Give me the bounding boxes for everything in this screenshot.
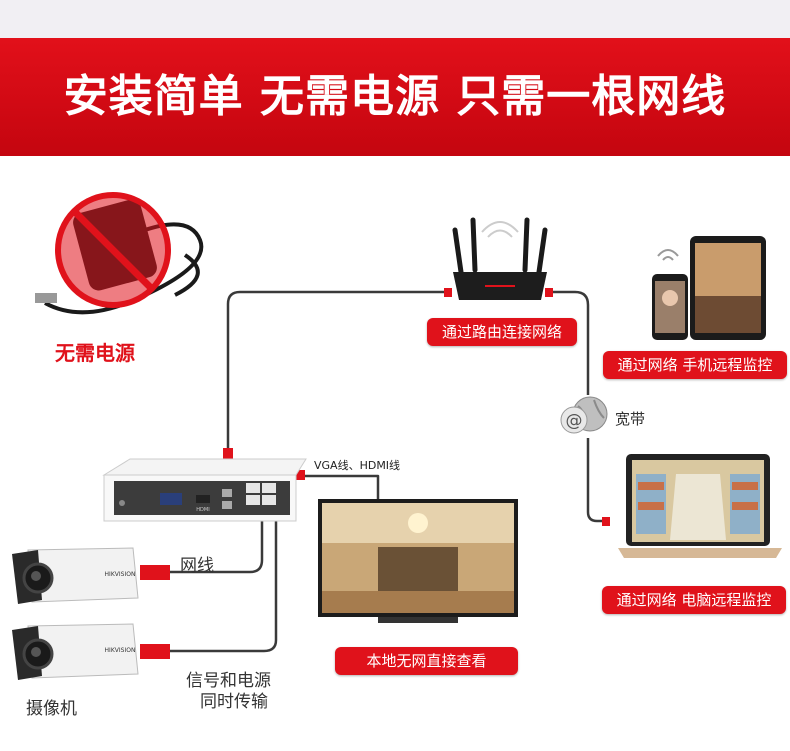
at-globe-icon: @ xyxy=(560,396,608,434)
banner-title: 安装简单 无需电源 只需一根网线 xyxy=(63,71,727,122)
svg-text:@: @ xyxy=(566,411,583,431)
wire-broadband-laptop xyxy=(586,438,608,523)
camera-1: HIKVISION xyxy=(12,547,139,604)
wire-nvr-camera2 xyxy=(170,510,278,653)
wire-nvr-tv xyxy=(296,474,380,504)
poe-label-line1: 信号和电源 xyxy=(186,671,271,691)
tv-label: 本地无网直接查看 xyxy=(335,647,518,675)
router-label: 通过路由连接网络 xyxy=(427,318,577,346)
vga-hdmi-label: VGA线、HDMI线 xyxy=(314,459,401,472)
hdmi-port-label: HDMI xyxy=(196,507,209,513)
wifi-icon xyxy=(481,221,519,238)
connector-laptop xyxy=(602,517,610,526)
power-adapter xyxy=(35,192,204,315)
poe-label-line2: 同时传输 xyxy=(200,692,268,712)
cameras-label: 摄像机 xyxy=(26,699,77,719)
router-device xyxy=(452,217,548,300)
connector-nvr-vga xyxy=(296,470,305,480)
network-cable-label: 网线 xyxy=(180,556,214,576)
mobile-label: 通过网络 手机远程监控 xyxy=(603,351,787,379)
wire-nvr-camera1 xyxy=(170,510,264,574)
banner: 安装简单 无需电源 只需一根网线 xyxy=(0,38,790,156)
mobile-devices xyxy=(652,236,766,340)
connector-router-right xyxy=(545,288,553,297)
camera-brand: HIKVISION xyxy=(105,647,136,654)
camera-brand: HIKVISION xyxy=(105,571,136,578)
tv-device xyxy=(318,499,518,623)
laptop-label: 通过网络 电脑远程监控 xyxy=(602,586,786,614)
wifi-icon xyxy=(657,249,679,261)
wire-router-broadband xyxy=(548,290,590,395)
adapter-cable-icon xyxy=(44,222,204,315)
broadband-label: 宽带 xyxy=(615,410,646,428)
nvr-device: HDMI xyxy=(102,458,307,522)
top-strip xyxy=(0,0,790,38)
connector-cam1-a xyxy=(140,565,170,580)
laptop-device xyxy=(618,454,782,558)
vga-port xyxy=(160,493,182,505)
connector-router-left xyxy=(444,288,452,297)
wire-router-nvr xyxy=(226,290,448,450)
connector-cam2-a xyxy=(140,644,170,659)
camera-2: HIKVISION xyxy=(12,623,139,680)
adapter-label: 无需电源 xyxy=(55,341,135,365)
